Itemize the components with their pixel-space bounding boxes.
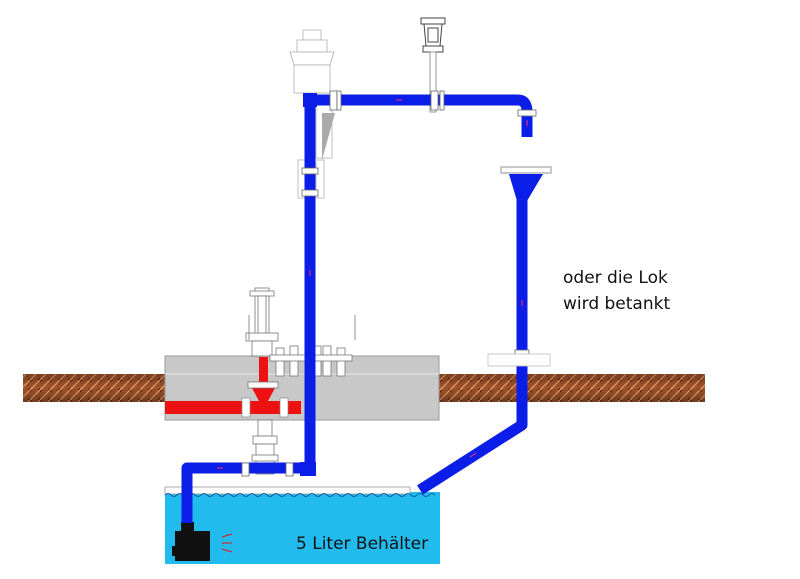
tank-label: 5 Liter Behälter bbox=[296, 534, 429, 554]
pipe-clamps bbox=[241, 90, 551, 477]
flow-markers bbox=[217, 99, 528, 469]
funnel bbox=[500, 166, 552, 201]
water-tank bbox=[164, 486, 440, 564]
water-pipe bbox=[181, 94, 533, 523]
riser-shadow bbox=[322, 113, 335, 160]
refuel-label-line1: oder die Lok bbox=[563, 268, 668, 288]
red-pipe bbox=[165, 357, 301, 418]
wall-valve bbox=[245, 287, 356, 389]
lantern-right bbox=[420, 17, 446, 113]
pump bbox=[172, 522, 233, 561]
pipe-joints bbox=[300, 93, 317, 476]
refuel-label: oder die Lok wird betankt bbox=[563, 265, 670, 317]
refuel-label-line2: wird betankt bbox=[563, 294, 671, 314]
